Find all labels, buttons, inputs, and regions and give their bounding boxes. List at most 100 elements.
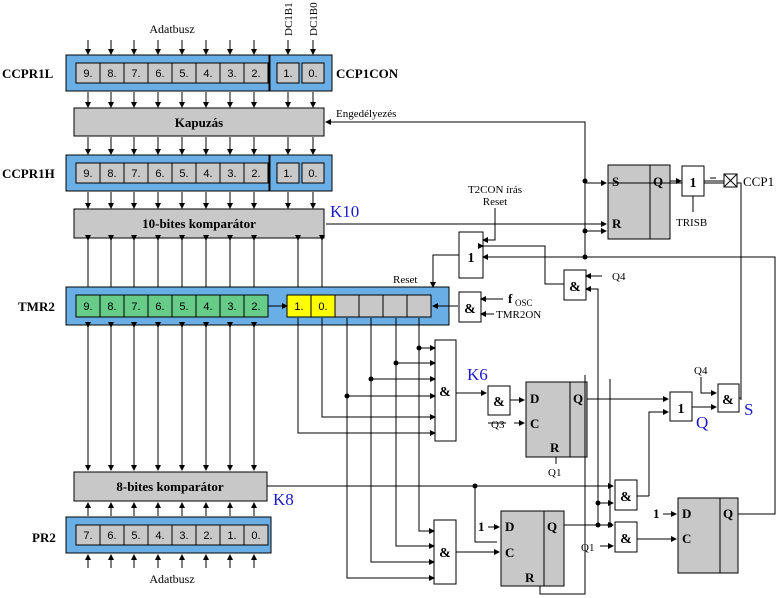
fosc-sub-label: OSC: [515, 298, 533, 308]
tmr2-cells: [75, 294, 432, 318]
ccpr1l-bit-6: 6.: [155, 68, 164, 80]
pr2-bit-7: 7.: [83, 530, 92, 542]
k6-and-gate: [434, 339, 457, 442]
dff-br-one-label: 1: [653, 506, 660, 521]
q3-label: Q3: [491, 419, 505, 431]
reset-or-label: 1: [468, 251, 475, 266]
q-output-label: Q: [696, 413, 708, 432]
and-gate-k8-label: &: [620, 490, 632, 505]
prescaler-and-gate: [458, 291, 482, 323]
and-gate-q4-top-label: &: [569, 280, 581, 295]
ccpr1h-bit-2: 2.: [251, 168, 260, 180]
or-gate-q-label: 1: [678, 402, 685, 417]
ccpr1h-label: CCPR1H: [2, 166, 55, 181]
k8-label: K8: [273, 490, 294, 509]
comparator-10bit: [73, 208, 325, 239]
and-gate-q4-top: [563, 269, 587, 301]
k6-label: K6: [467, 365, 488, 384]
dff-mid-c-label: C: [530, 416, 539, 431]
dff-bl-one-label: 1: [478, 519, 485, 534]
ccp1con-cell-0: [301, 62, 325, 84]
ccpr1h-bit-3: 3.: [227, 168, 236, 180]
junction-b6: [344, 393, 350, 399]
s-input-wire: [608, 182, 742, 400]
junction-s: [582, 178, 588, 184]
dff-mid-q-label: Q: [573, 391, 583, 406]
ccpr1h-to-comp10-lines: [85, 192, 316, 209]
pr2-bit-6: 6.: [107, 530, 116, 542]
ccpr1l-label: CCPR1L: [2, 66, 54, 81]
tmr2-to-comp8-lines: [85, 322, 257, 471]
tmr2-label: TMR2: [18, 299, 55, 314]
sr-r-label: R: [612, 216, 622, 231]
q4-s-wire: [700, 377, 717, 396]
reset-label-2: Reset: [393, 274, 417, 286]
dff-br-d-label: D: [682, 506, 691, 521]
dff-mid-r-label: R: [550, 440, 560, 455]
kapuzas-to-ccpr1h-lines: [85, 137, 316, 155]
q4-top-label: Q4: [612, 271, 626, 283]
pr2-bit-1: 1.: [227, 530, 236, 542]
ccpr1h-low-cell-0: [301, 162, 325, 184]
and-gate-q3-label: &: [493, 395, 505, 410]
sr-s-label: S: [612, 174, 619, 189]
fosc-label: f: [508, 291, 513, 306]
and-q4-top-in-wire: [585, 286, 599, 300]
q1-bottom-label: Q1: [581, 542, 594, 554]
tmr2-bit-4: 4.: [203, 301, 212, 313]
junction-b7: [368, 376, 374, 382]
tmr2-bit-9: 9.: [83, 301, 92, 313]
comparator-8bit: [73, 471, 268, 502]
ccp1-pin-x2: [723, 173, 738, 188]
ccp1con-bit-1: 1.: [283, 68, 292, 80]
reset-wire: [430, 254, 459, 288]
k10-label: K10: [330, 202, 359, 221]
ccpr1l-bit-8: 8.: [107, 68, 116, 80]
tmr2-bit-0: 0.: [318, 301, 327, 313]
tmr2on-label: TMR2ON: [496, 309, 541, 321]
dff-br-c-label: C: [682, 531, 691, 546]
and-gate-k8: [614, 479, 638, 511]
ccp1con-cell-1: [276, 62, 300, 84]
ccpr1l-to-kapuzas-lines: [85, 92, 316, 108]
ccpr1h-cells: [75, 162, 269, 184]
d-flipflop-bottom-left: [500, 510, 565, 587]
kapuzas-label: Kapuzás: [175, 115, 223, 130]
k6-and-label: &: [439, 385, 451, 400]
engedelyezes-label: Engedélyezés: [336, 108, 396, 120]
and-gate-s-label: &: [722, 393, 734, 408]
pr2-bit-3: 3.: [179, 530, 188, 542]
ccp1con-label: CCP1CON: [336, 66, 399, 81]
tmr2-bit-7: 7.: [131, 301, 140, 313]
ccp1con-bit-0: 0.: [308, 68, 317, 80]
or-q-in2-wire: [648, 409, 669, 496]
ccpr1h-bit-1: 1.: [283, 168, 292, 180]
dff-bl-reset-wire: [539, 375, 586, 595]
pr2-label: PR2: [32, 530, 56, 545]
dff-br-q-label: Q: [723, 506, 733, 521]
q4-s-label: Q4: [694, 365, 708, 377]
and-gate-q1-bottom: [614, 521, 638, 553]
comparator-8bit-label: 8-bites komparátor: [116, 479, 223, 494]
junction-b8: [393, 360, 399, 366]
prescaler-and-label: &: [464, 302, 476, 317]
ccpr1h-bit-6: 6.: [155, 168, 164, 180]
data-bus-bottom-lines: [85, 554, 257, 568]
data-bus-top: [85, 40, 316, 55]
sr-flipflop: [607, 164, 671, 240]
ccpr1l-bit-7: 7.: [131, 68, 140, 80]
buffer-label: 1: [690, 176, 697, 191]
s-output-label: S: [744, 400, 753, 419]
ccpr1h-bit-5: 5.: [179, 168, 188, 180]
sr-q-label: Q: [653, 174, 663, 189]
ccpr1h-low-cell-1: [276, 162, 300, 184]
kapuzas-block: [73, 107, 325, 137]
junction-610: [607, 522, 613, 528]
engedelyezes-wire: [325, 119, 586, 195]
d-flipflop-mid: [525, 381, 588, 458]
ccpr1l-cells: [75, 62, 269, 84]
comparator-10bit-label: 10-bites komparátor: [142, 216, 256, 231]
ccpr1h-bit-7: 7.: [131, 168, 140, 180]
t2con-label: T2CON írás: [468, 184, 522, 196]
dc1b0-label: DC1B0: [308, 2, 320, 36]
